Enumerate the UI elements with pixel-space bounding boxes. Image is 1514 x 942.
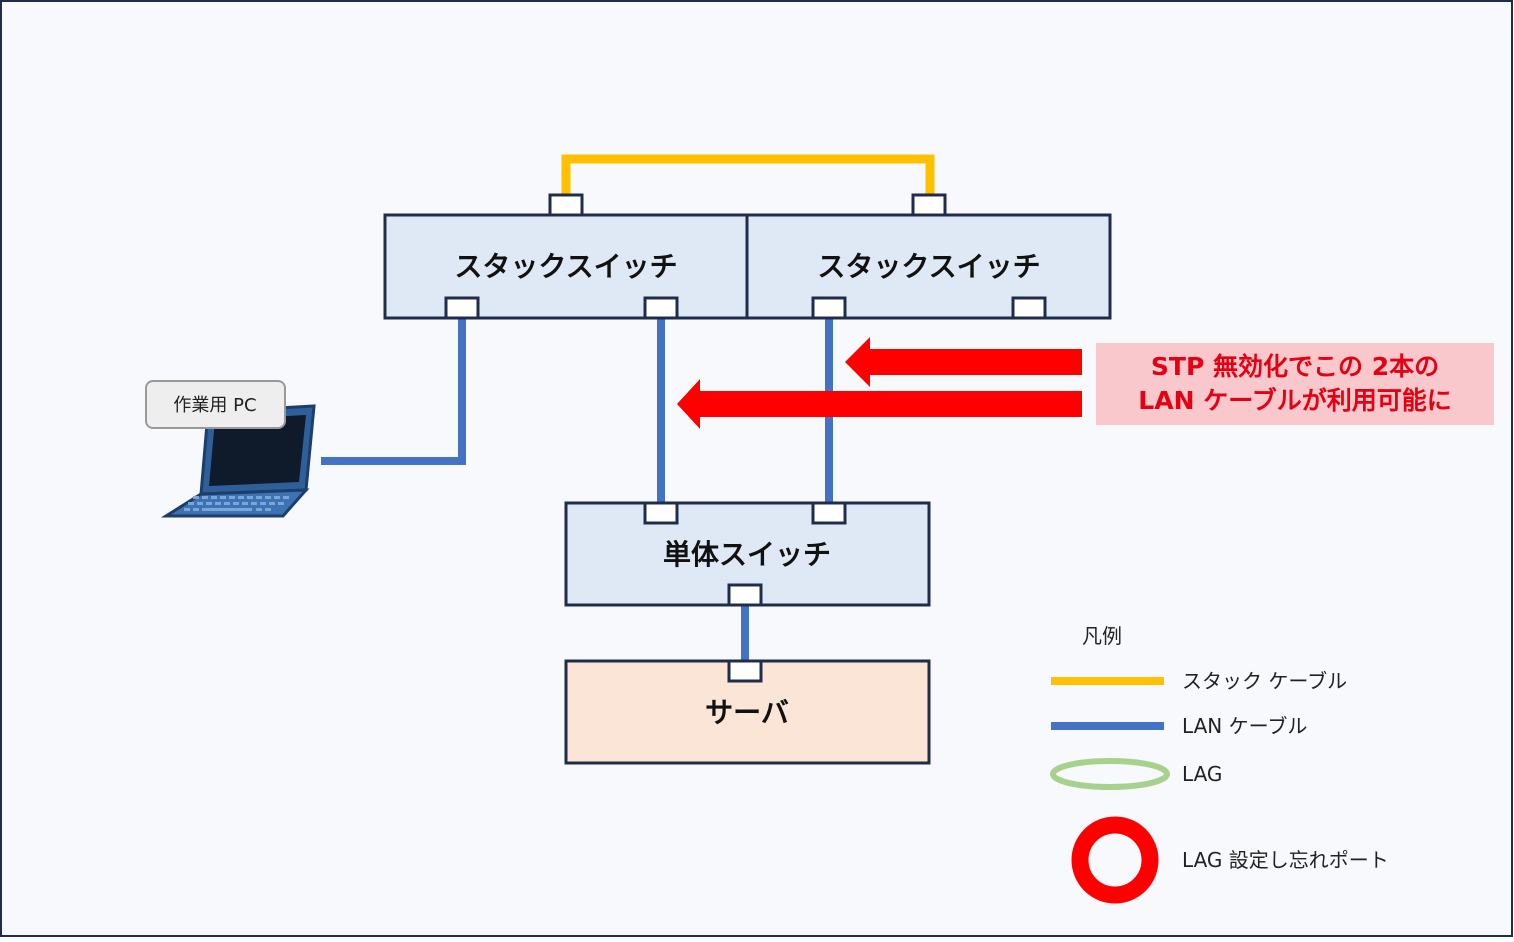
stack-switch-left-label: スタックスイッチ — [454, 250, 677, 283]
arrow-to-right-uplink — [845, 337, 1082, 387]
stack-port-left — [548, 193, 584, 217]
legend-lag-forgotten-swatch — [1071, 816, 1159, 904]
laptop-icon — [160, 404, 316, 518]
switch-port-right-unused — [1011, 296, 1047, 320]
lan-cable-pc — [321, 306, 466, 465]
switch-port-pc — [444, 296, 480, 320]
legend-lag-label: LAG — [1182, 762, 1222, 786]
legend-lag-forgotten-label: LAG 設定し忘れポート — [1182, 848, 1389, 872]
stack-port-right — [911, 193, 947, 217]
callout-line2: LAN ケーブルが利用可能に — [1138, 386, 1451, 415]
single-port-bottom — [727, 583, 763, 607]
switch-port-left-uplink — [643, 296, 679, 320]
callout-box — [1096, 343, 1494, 425]
server-port — [727, 659, 763, 683]
legend-lag-swatch — [1050, 758, 1170, 790]
callout-line1: STP 無効化でこの 2本の — [1151, 352, 1439, 381]
single-port-right — [811, 501, 847, 525]
server-label: サーバ — [705, 696, 789, 729]
pc-label-box — [145, 380, 286, 429]
stack-switch-right-label: スタックスイッチ — [817, 250, 1040, 283]
legend-stack-cable-label: スタック ケーブル — [1182, 669, 1347, 693]
switch-port-right-uplink — [811, 296, 847, 320]
pc-label: 作業用 PC — [173, 395, 256, 416]
single-switch-label: 単体スイッチ — [663, 538, 831, 571]
arrow-to-left-uplink — [677, 379, 1082, 429]
legend-lan-cable-label: LAN ケーブル — [1182, 714, 1307, 738]
stack-cable — [561, 154, 935, 204]
single-port-left — [643, 501, 679, 525]
legend-title: 凡例 — [1082, 624, 1122, 648]
